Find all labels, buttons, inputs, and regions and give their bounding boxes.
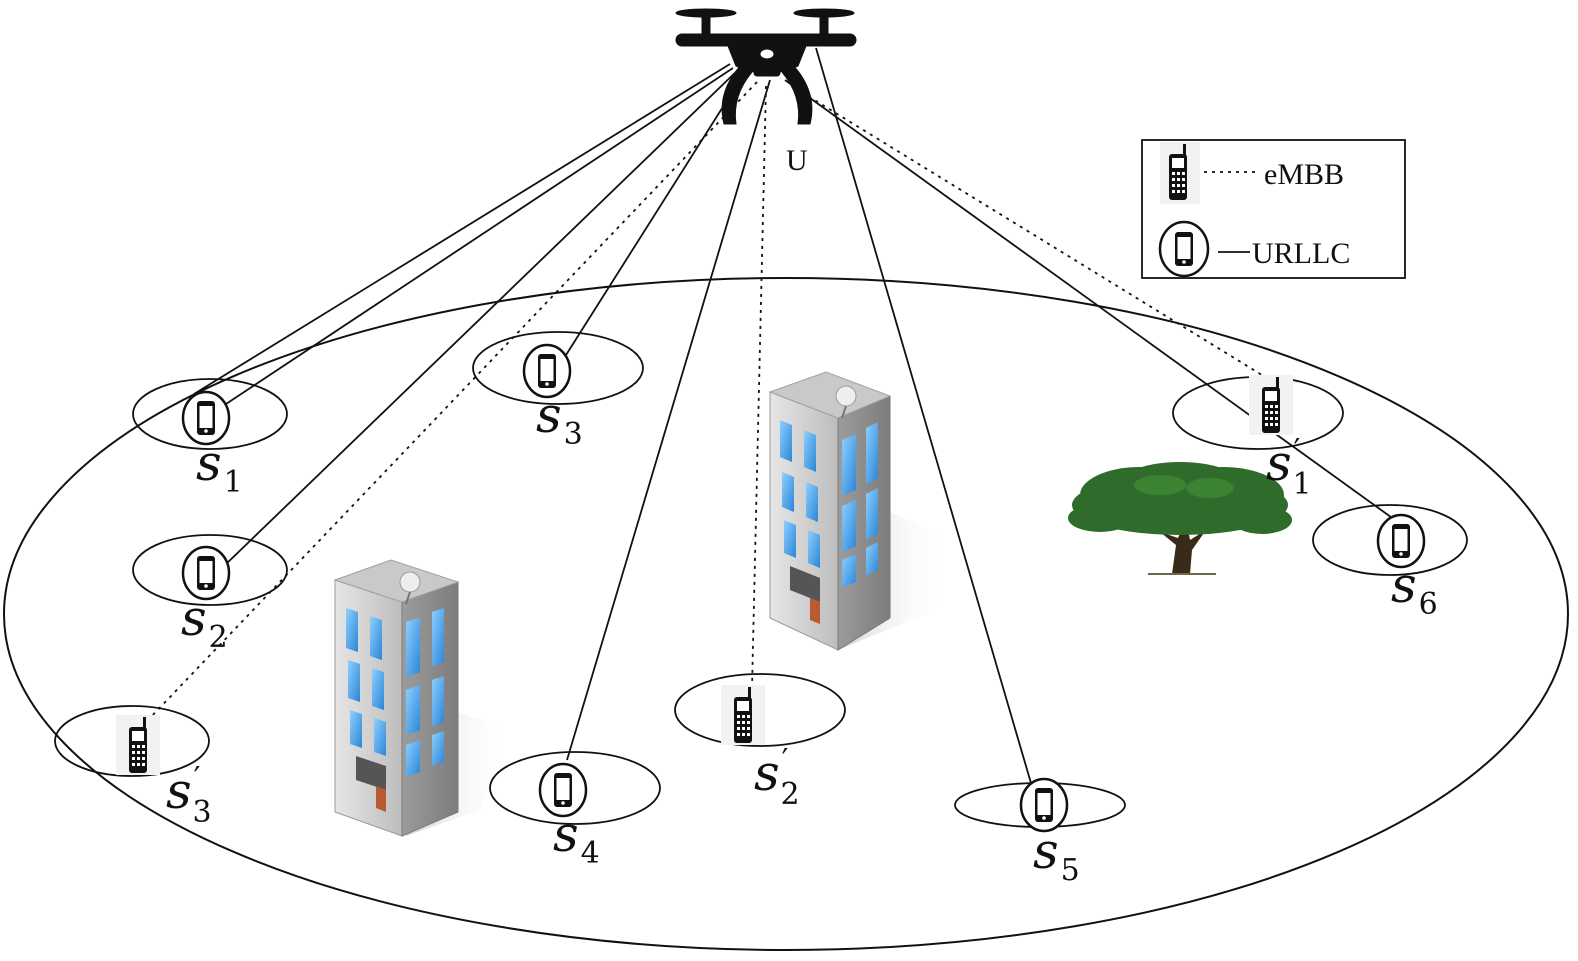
urllc-phone-s3 bbox=[522, 343, 572, 399]
label-s3p: s′3 bbox=[166, 761, 212, 830]
embb-phone-s3p bbox=[116, 715, 160, 775]
building-left bbox=[333, 559, 512, 837]
cell-s3-prime bbox=[54, 705, 210, 777]
link-s4 bbox=[566, 79, 771, 761]
label-s5-base: s bbox=[1033, 822, 1059, 880]
label-s2: s2 bbox=[181, 589, 228, 655]
uav-label: U bbox=[786, 144, 808, 177]
legend-urllc-icon bbox=[1158, 220, 1210, 278]
link-s3 bbox=[565, 71, 746, 356]
drone-icon bbox=[675, 8, 857, 125]
label-s1: s1 bbox=[196, 434, 243, 500]
label-s6-sub: 6 bbox=[1419, 587, 1438, 622]
label-s1p-base: s bbox=[1266, 434, 1292, 492]
label-s1-base: s bbox=[196, 434, 222, 492]
legend-urllc-label: URLLC bbox=[1252, 237, 1350, 270]
legend: eMBB URLLC bbox=[1141, 139, 1406, 279]
label-s2p-base: s bbox=[754, 744, 780, 802]
label-s2p: s′2 bbox=[754, 743, 800, 812]
cell-s1 bbox=[132, 378, 288, 450]
label-s6-base: s bbox=[1391, 556, 1417, 614]
label-s3-base: s bbox=[536, 386, 562, 444]
cell-s6 bbox=[1312, 504, 1468, 576]
urllc-phone-s4 bbox=[538, 762, 588, 818]
label-s3p-sub: 3 bbox=[192, 795, 211, 830]
link-s3-prime bbox=[149, 81, 758, 719]
label-s5: s5 bbox=[1033, 822, 1080, 888]
link-s2-prime bbox=[751, 85, 767, 689]
label-s4-sub: 4 bbox=[581, 836, 600, 871]
building-center bbox=[768, 371, 950, 651]
link-s5 bbox=[815, 47, 1034, 791]
link-s2 bbox=[223, 67, 741, 567]
label-s2-sub: 2 bbox=[209, 620, 228, 655]
label-s4-base: s bbox=[553, 805, 579, 863]
urllc-devices bbox=[181, 343, 1426, 833]
coverage-area bbox=[3, 277, 1569, 951]
urllc-phone-s5 bbox=[1019, 777, 1069, 833]
link-s1-prime bbox=[794, 87, 1271, 381]
label-s4: s4 bbox=[553, 805, 600, 871]
label-s2p-sub: 2 bbox=[780, 777, 799, 812]
label-s3p-base: s bbox=[166, 762, 192, 820]
label-s2p-prime: ′ bbox=[782, 743, 789, 778]
link-s1 bbox=[225, 67, 734, 405]
urllc-phone-s6 bbox=[1376, 513, 1426, 569]
label-s6: s6 bbox=[1391, 556, 1438, 622]
label-s3: s3 bbox=[536, 386, 583, 452]
tree bbox=[1068, 462, 1292, 575]
label-s3-sub: 3 bbox=[564, 417, 583, 452]
urllc-phone-s1 bbox=[181, 390, 231, 446]
label-s1-sub: 1 bbox=[224, 465, 243, 500]
label-s1p: s′1 bbox=[1266, 433, 1312, 502]
embb-phone-s2p bbox=[721, 685, 765, 745]
label-s5-sub: 5 bbox=[1061, 853, 1080, 888]
label-s1p-prime: ′ bbox=[1294, 433, 1301, 468]
cell-s2 bbox=[132, 534, 288, 606]
cell-s4 bbox=[489, 751, 661, 825]
urllc-phone-s2 bbox=[181, 545, 231, 601]
cell-s2-prime bbox=[674, 673, 846, 747]
embb-phone-s1p bbox=[1249, 375, 1293, 435]
links bbox=[149, 47, 1396, 791]
label-s2-base: s bbox=[181, 589, 207, 647]
embb-devices bbox=[116, 375, 1293, 775]
label-s3p-prime: ′ bbox=[194, 761, 201, 796]
legend-embb-label: eMBB bbox=[1264, 158, 1344, 191]
label-s1p-sub: 1 bbox=[1292, 467, 1311, 502]
link-extra bbox=[193, 63, 731, 395]
legend-embb-icon bbox=[1160, 142, 1200, 204]
cell-s3 bbox=[472, 331, 644, 405]
